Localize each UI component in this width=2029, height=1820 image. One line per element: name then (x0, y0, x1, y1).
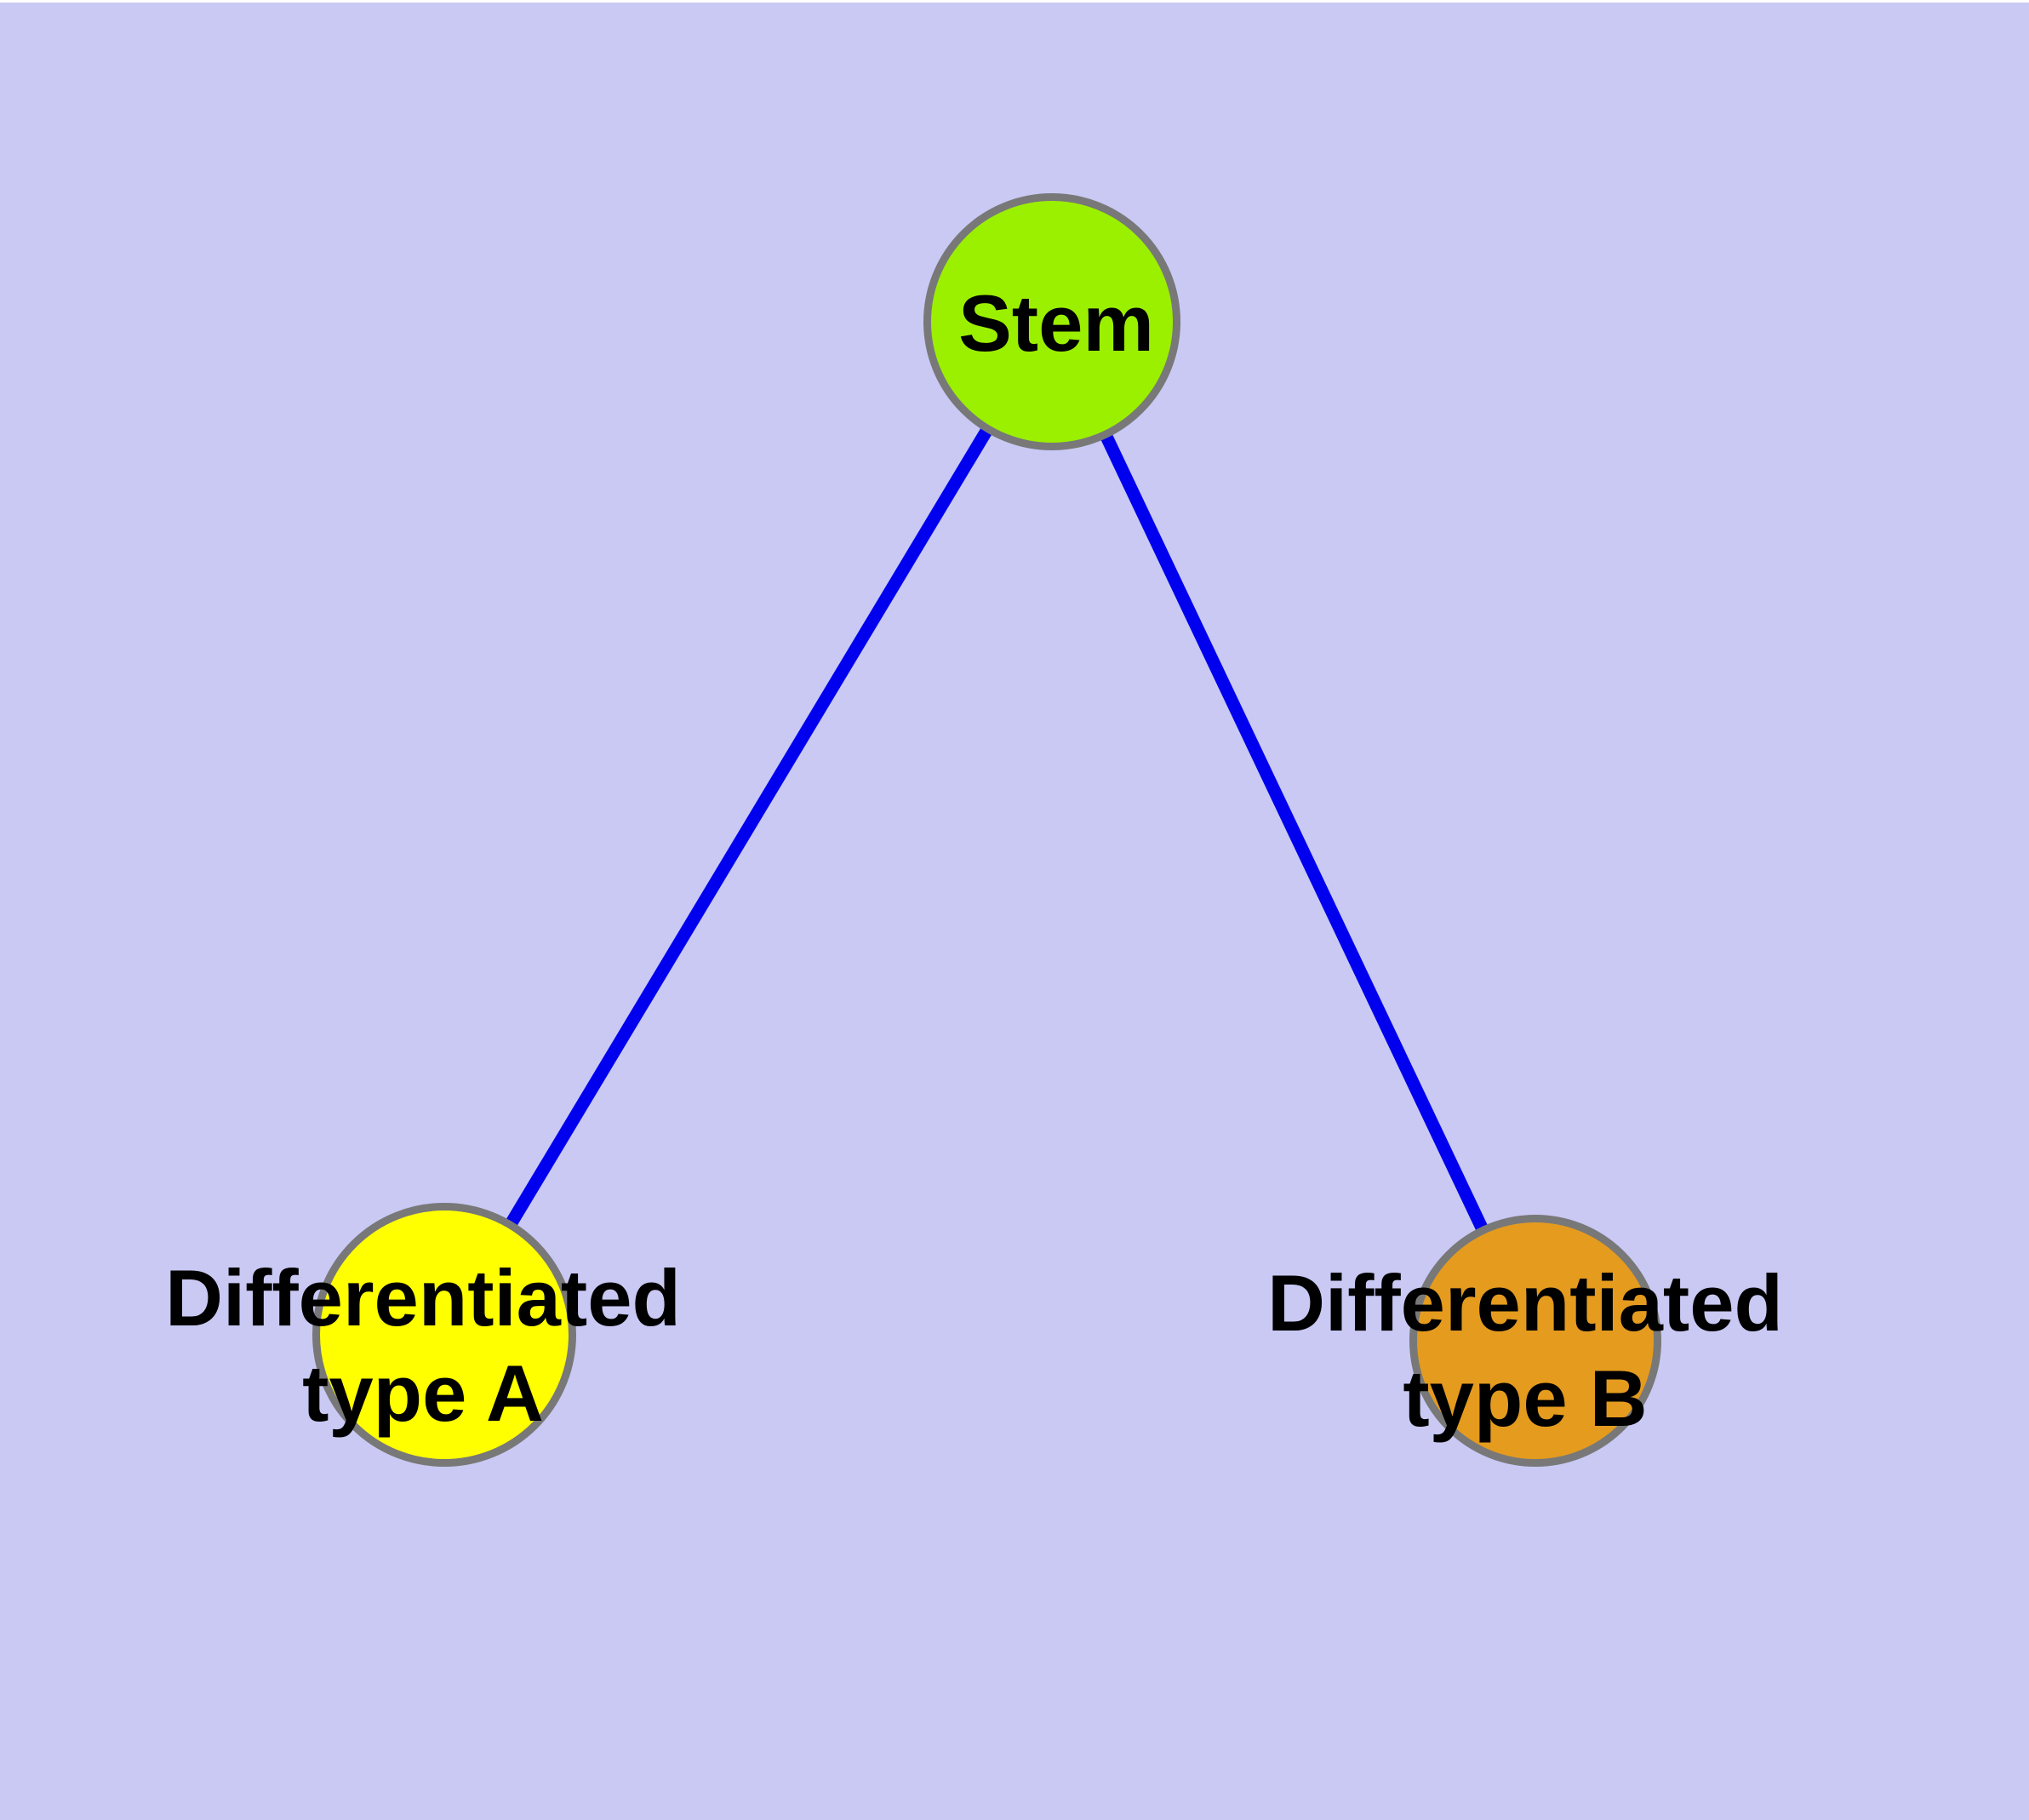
node-type-b-circle (1409, 1215, 1661, 1467)
node-stem-circle (923, 193, 1180, 450)
node-type-a-circle (312, 1203, 576, 1467)
edge-stem-to-type-a (438, 318, 1058, 1338)
figure-canvas: Stem Differentiated type A Differentiate… (0, 3, 2029, 1820)
edges-layer (438, 318, 1541, 1344)
node-type-b-label-line-2: type B (1403, 1354, 1648, 1443)
edge-stem-to-type-b (1046, 318, 1541, 1344)
node-type-a-label-line-2: type A (302, 1348, 544, 1438)
node-stem-label: Stem (958, 276, 1154, 371)
node-type-a-label: Differentiated type A (165, 1251, 681, 1441)
node-stem-label-line: Stem (958, 278, 1154, 368)
node-type-b-label: Differentiated type B (1267, 1256, 1783, 1446)
node-type-b-label-line-1: Differentiated (1267, 1258, 1783, 1348)
node-type-a-label-line-1: Differentiated (165, 1253, 681, 1342)
